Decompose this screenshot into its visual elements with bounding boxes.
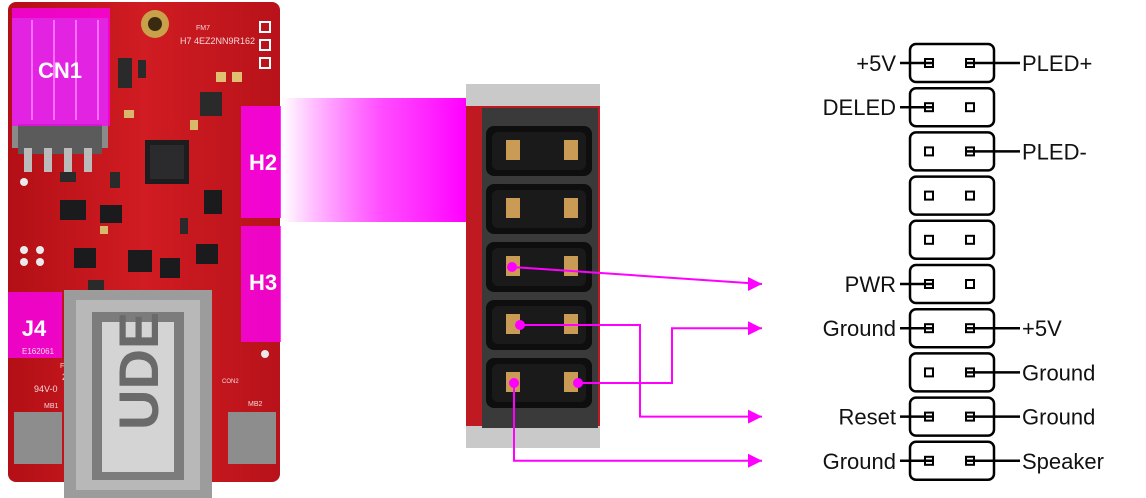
pinout-label-left: +5V <box>856 51 896 76</box>
pinout-label-right: PLED+ <box>1022 51 1092 76</box>
pinout-label-left: Ground <box>823 316 896 341</box>
wire-pwr <box>507 262 763 291</box>
connector-zoom <box>466 84 600 448</box>
pinout-pin-pair <box>908 219 996 261</box>
pinout-label-right: PLED- <box>1022 139 1087 164</box>
wire-ground-1 <box>573 321 762 388</box>
jack-brand-text: UDE <box>107 312 170 430</box>
wire-dot <box>509 378 519 388</box>
h3-highlight <box>241 226 281 342</box>
zoom-pin-row <box>486 358 592 408</box>
pinout-row: Ground <box>908 352 1095 393</box>
zoom-pin-right <box>564 140 578 160</box>
h3-label: H3 <box>249 270 277 295</box>
pinout-label-left: Ground <box>823 449 896 474</box>
wire-dot <box>573 378 583 388</box>
silk-part-number: H7 4EZ2NN9R162 <box>180 36 255 46</box>
wire-arrow <box>748 409 762 424</box>
components <box>20 21 271 358</box>
connection-wires <box>507 262 763 468</box>
wire-arrow <box>748 321 762 336</box>
zoom-pin-right <box>564 372 578 392</box>
pinout-row: Ground +5V <box>823 307 1062 349</box>
pinout-label-right: Ground <box>1022 405 1095 430</box>
silk-conn2: CON2 <box>222 379 239 385</box>
zoom-pin-left <box>506 198 520 218</box>
silk-mb2: MB2 <box>248 401 263 408</box>
pinout-row <box>908 219 996 261</box>
pinout-row: PLED- <box>908 131 1087 172</box>
pinout-label-left: DELED <box>823 95 896 120</box>
pinout-pin-right <box>965 234 975 245</box>
pinout-pin-left <box>924 234 934 245</box>
pinout-row: DELED <box>823 86 996 128</box>
wire-path <box>511 266 763 285</box>
zoom-pin-row <box>486 126 592 176</box>
pinout-label-right: +5V <box>1022 316 1062 341</box>
foot-right <box>228 412 276 464</box>
wire-arrow <box>748 277 762 291</box>
wire-dot <box>507 262 517 272</box>
wire-path <box>578 327 762 384</box>
zoom-beam <box>282 98 466 222</box>
wire-dot <box>515 320 525 330</box>
zoom-header-strip <box>466 84 600 106</box>
pinout-pin-left <box>924 190 934 201</box>
cn1-label: CN1 <box>38 58 82 83</box>
wire-arrow <box>748 453 762 468</box>
zoom-pin-rows <box>486 126 592 408</box>
zoom-footer-strip <box>466 426 600 448</box>
h2-highlight <box>241 106 281 218</box>
pinout-pin-right <box>965 190 975 201</box>
j4-label: J4 <box>22 316 47 341</box>
pinout-row: +5V PLED+ <box>856 42 1092 84</box>
h2-label: H2 <box>249 150 277 175</box>
silk-mb1: MB1 <box>44 403 59 410</box>
wire-path <box>520 324 762 418</box>
pcb-board: FM7 H7 4EZ2NN9R162 FM8 2148 94V-0 MB1 MB… <box>8 2 281 498</box>
pinout-row <box>908 175 996 216</box>
pinout-row: Reset Ground <box>839 396 1095 437</box>
j4-highlight <box>8 292 62 358</box>
wire-path <box>513 383 762 462</box>
foot-left <box>14 412 62 464</box>
silk-fm7: FM7 <box>196 25 210 32</box>
pinout-row: PWR <box>845 263 996 305</box>
zoom-pin-left <box>506 140 520 160</box>
rj45-jack: UDE <box>64 290 212 498</box>
cn1-stripes <box>31 20 99 120</box>
pinout-label-right: Speaker <box>1022 449 1104 474</box>
wire-ground-2 <box>509 378 762 468</box>
zoom-pin-row <box>486 184 592 234</box>
pinout-row: Ground Speaker <box>823 440 1104 482</box>
pinout-pin-left <box>924 146 934 157</box>
pinout-label-right: Ground <box>1022 360 1095 385</box>
zoom-pin-right <box>564 198 578 218</box>
silk-rating: 94V-0 <box>34 384 58 394</box>
pinout-label-left: Reset <box>839 405 896 430</box>
cn1-highlight <box>12 8 110 126</box>
pinout-pin-right <box>965 279 975 289</box>
zoom-pin-left <box>506 314 520 334</box>
silk-ul-code: E162061 <box>22 347 55 356</box>
pinout-pin-pair <box>908 175 996 216</box>
zoom-pin-row <box>486 242 592 292</box>
wire-reset <box>515 320 762 424</box>
mount-hole-center <box>148 17 162 31</box>
pinout-pin-left <box>924 367 934 378</box>
pinout-pin-right <box>965 102 975 113</box>
pinout-label-left: PWR <box>845 272 896 297</box>
zoom-pin-right <box>564 256 578 276</box>
